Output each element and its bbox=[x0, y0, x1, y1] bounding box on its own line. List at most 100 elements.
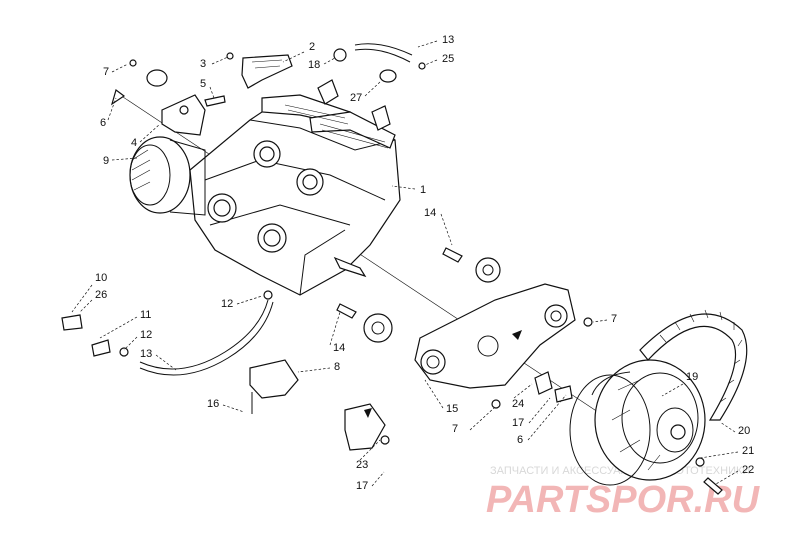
leader-line-c12b bbox=[236, 295, 263, 305]
drive-belt-20 bbox=[639, 309, 748, 421]
callout-c23: 23 bbox=[356, 459, 368, 471]
callout-c7b: 7 bbox=[611, 313, 617, 325]
callout-c1: 1 bbox=[420, 184, 426, 196]
callout-c12a: 12 bbox=[140, 329, 152, 341]
callout-c7c: 7 bbox=[452, 423, 458, 435]
leader-line-c3 bbox=[211, 56, 229, 65]
callout-c5: 5 bbox=[200, 78, 206, 90]
bracket-hole bbox=[179, 105, 189, 115]
clamp-18 bbox=[333, 48, 347, 62]
callout-c22: 22 bbox=[742, 464, 754, 476]
leader-line-c19 bbox=[661, 383, 684, 397]
leader-line-c25 bbox=[424, 59, 438, 66]
hose-13-top-inner bbox=[354, 48, 411, 63]
hose-13-bottom-inner bbox=[139, 301, 274, 376]
leader-line-c14a bbox=[440, 213, 453, 246]
clamp-27 bbox=[379, 69, 397, 83]
leader-line-c16 bbox=[222, 404, 245, 413]
bolt-5 bbox=[204, 95, 226, 107]
leader-line-c17b bbox=[371, 471, 385, 487]
bolt-6-lower bbox=[554, 385, 573, 403]
watermark-logo: PARTSPOR.RU bbox=[486, 479, 761, 521]
leader-line-c14b bbox=[329, 311, 341, 346]
leader-line-c15 bbox=[424, 379, 444, 409]
hose-13-top bbox=[354, 43, 413, 56]
nut-7-lower bbox=[491, 399, 501, 409]
plate-center-hole bbox=[477, 335, 499, 357]
leader-line-c12a bbox=[123, 336, 138, 351]
leader-line-c7c bbox=[469, 407, 495, 431]
handle-grip bbox=[251, 59, 283, 69]
bolt-14-lower bbox=[336, 303, 357, 319]
leader-line-c21 bbox=[699, 451, 739, 459]
plate-hole-right-inner bbox=[550, 310, 562, 322]
leader-lines bbox=[71, 40, 739, 487]
bracket-arrow bbox=[364, 408, 372, 418]
callout-c6b: 6 bbox=[517, 434, 523, 446]
idler-14-lower bbox=[363, 313, 393, 343]
callout-c19: 19 bbox=[686, 371, 698, 383]
hose-13-bottom bbox=[139, 299, 269, 370]
leader-line-c23 bbox=[359, 439, 381, 461]
callout-c7a: 7 bbox=[103, 66, 109, 78]
nut-7-right bbox=[583, 317, 593, 327]
bolt-22 bbox=[703, 477, 723, 495]
plate-hole-left bbox=[420, 349, 446, 375]
rope-handle-2 bbox=[241, 54, 293, 89]
recoil-starter bbox=[129, 136, 206, 216]
callout-c14b: 14 bbox=[333, 342, 345, 354]
spacer-24 bbox=[534, 371, 553, 395]
callout-c17b: 17 bbox=[356, 480, 368, 492]
leader-line-c7a bbox=[111, 63, 129, 73]
leader-line-c18 bbox=[323, 57, 336, 65]
callout-c4: 4 bbox=[131, 137, 137, 149]
callout-c8: 8 bbox=[334, 361, 340, 373]
callout-c2: 2 bbox=[309, 41, 315, 53]
damper-7 bbox=[146, 69, 168, 87]
callout-c20: 20 bbox=[738, 425, 750, 437]
bolt-10 bbox=[61, 314, 83, 331]
mount-plate-15 bbox=[414, 283, 576, 389]
callout-c18: 18 bbox=[308, 59, 320, 71]
direction-arrow bbox=[512, 330, 522, 340]
callout-c25: 25 bbox=[442, 53, 454, 65]
callout-c21: 21 bbox=[742, 445, 754, 457]
callout-c12b: 12 bbox=[221, 298, 233, 310]
callout-c13b: 13 bbox=[140, 348, 152, 360]
callout-c17a: 17 bbox=[512, 417, 524, 429]
callout-c6a: 6 bbox=[100, 117, 106, 129]
callout-c16: 16 bbox=[207, 398, 219, 410]
clamp-12-top bbox=[263, 290, 273, 300]
leader-line-c10 bbox=[71, 284, 93, 313]
bracket-23 bbox=[344, 403, 386, 451]
drive-clutch-19 bbox=[569, 359, 706, 486]
clamp-12-left bbox=[119, 347, 129, 357]
leader-line-c27 bbox=[364, 81, 381, 97]
callout-c13a: 13 bbox=[442, 34, 454, 46]
leader-line-c13a bbox=[417, 40, 438, 48]
callout-c15: 15 bbox=[446, 403, 458, 415]
plate-hole-right bbox=[544, 304, 568, 328]
callout-c9: 9 bbox=[103, 155, 109, 167]
leader-line-c11 bbox=[99, 316, 138, 339]
leader-line-c1 bbox=[391, 185, 416, 190]
leader-line-c6b bbox=[527, 394, 567, 441]
plate-hole-left-inner bbox=[426, 355, 440, 369]
nut-7 bbox=[129, 59, 137, 67]
leader-line-c2 bbox=[282, 51, 305, 63]
callout-c24: 24 bbox=[512, 398, 524, 410]
callout-c11: 11 bbox=[140, 309, 151, 321]
mount-bracket-4 bbox=[161, 94, 206, 136]
callout-c10: 10 bbox=[95, 272, 107, 284]
bolt-6 bbox=[110, 88, 126, 106]
leader-line-c5 bbox=[209, 86, 215, 99]
washer-3 bbox=[226, 52, 234, 60]
leader-line-c17a bbox=[528, 397, 551, 424]
washer-21 bbox=[695, 457, 705, 467]
leader-line-c24 bbox=[513, 383, 533, 399]
callout-c27: 27 bbox=[350, 92, 362, 104]
leader-line-c26 bbox=[79, 299, 93, 313]
bolt-14-upper bbox=[442, 247, 463, 263]
